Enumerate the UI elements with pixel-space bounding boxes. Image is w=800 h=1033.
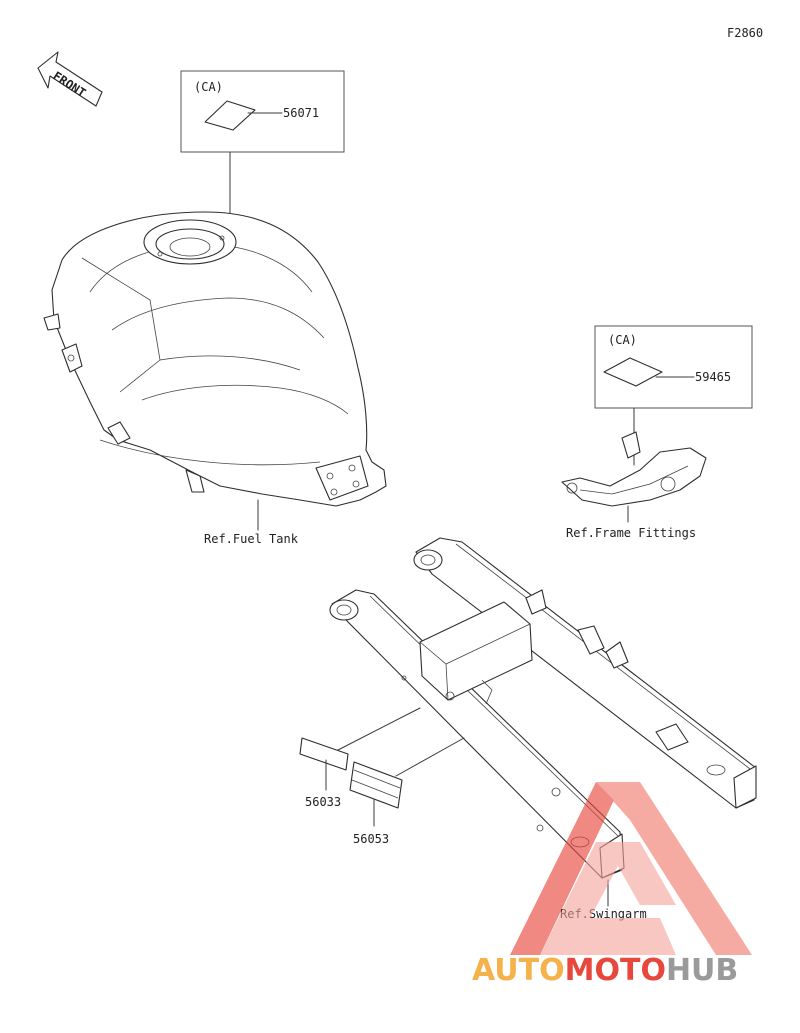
part-number-56071: 56071 [283, 106, 319, 120]
front-arrow-icon: FRONT [37, 51, 103, 107]
decal-56053-icon [349, 761, 403, 809]
figure-code: F2860 [727, 26, 763, 40]
watermark-logo [510, 782, 752, 955]
ca-label-56071: (CA) [194, 80, 223, 94]
decal-56033-icon [299, 737, 349, 771]
swingarm [329, 537, 757, 879]
part-number-59465: 59465 [695, 370, 731, 384]
part-number-56033: 56033 [305, 795, 341, 809]
ref-frame-fittings: Ref.Frame Fittings [566, 526, 696, 540]
frame-fittings-bracket [561, 431, 707, 507]
ca-label-59465: (CA) [608, 333, 637, 347]
leader-56033 [337, 707, 421, 751]
watermark-text: AUTOMOTOHUB [472, 953, 738, 988]
callout-box-59465 [594, 325, 753, 409]
decal-56071-icon [204, 100, 256, 131]
decal-59465-icon [603, 357, 663, 387]
leader-56053 [395, 737, 465, 777]
fuel-tank [43, 211, 387, 507]
part-number-56053: 56053 [353, 832, 389, 846]
callout-box-56071 [180, 70, 345, 153]
ref-fuel-tank: Ref.Fuel Tank [204, 532, 299, 546]
